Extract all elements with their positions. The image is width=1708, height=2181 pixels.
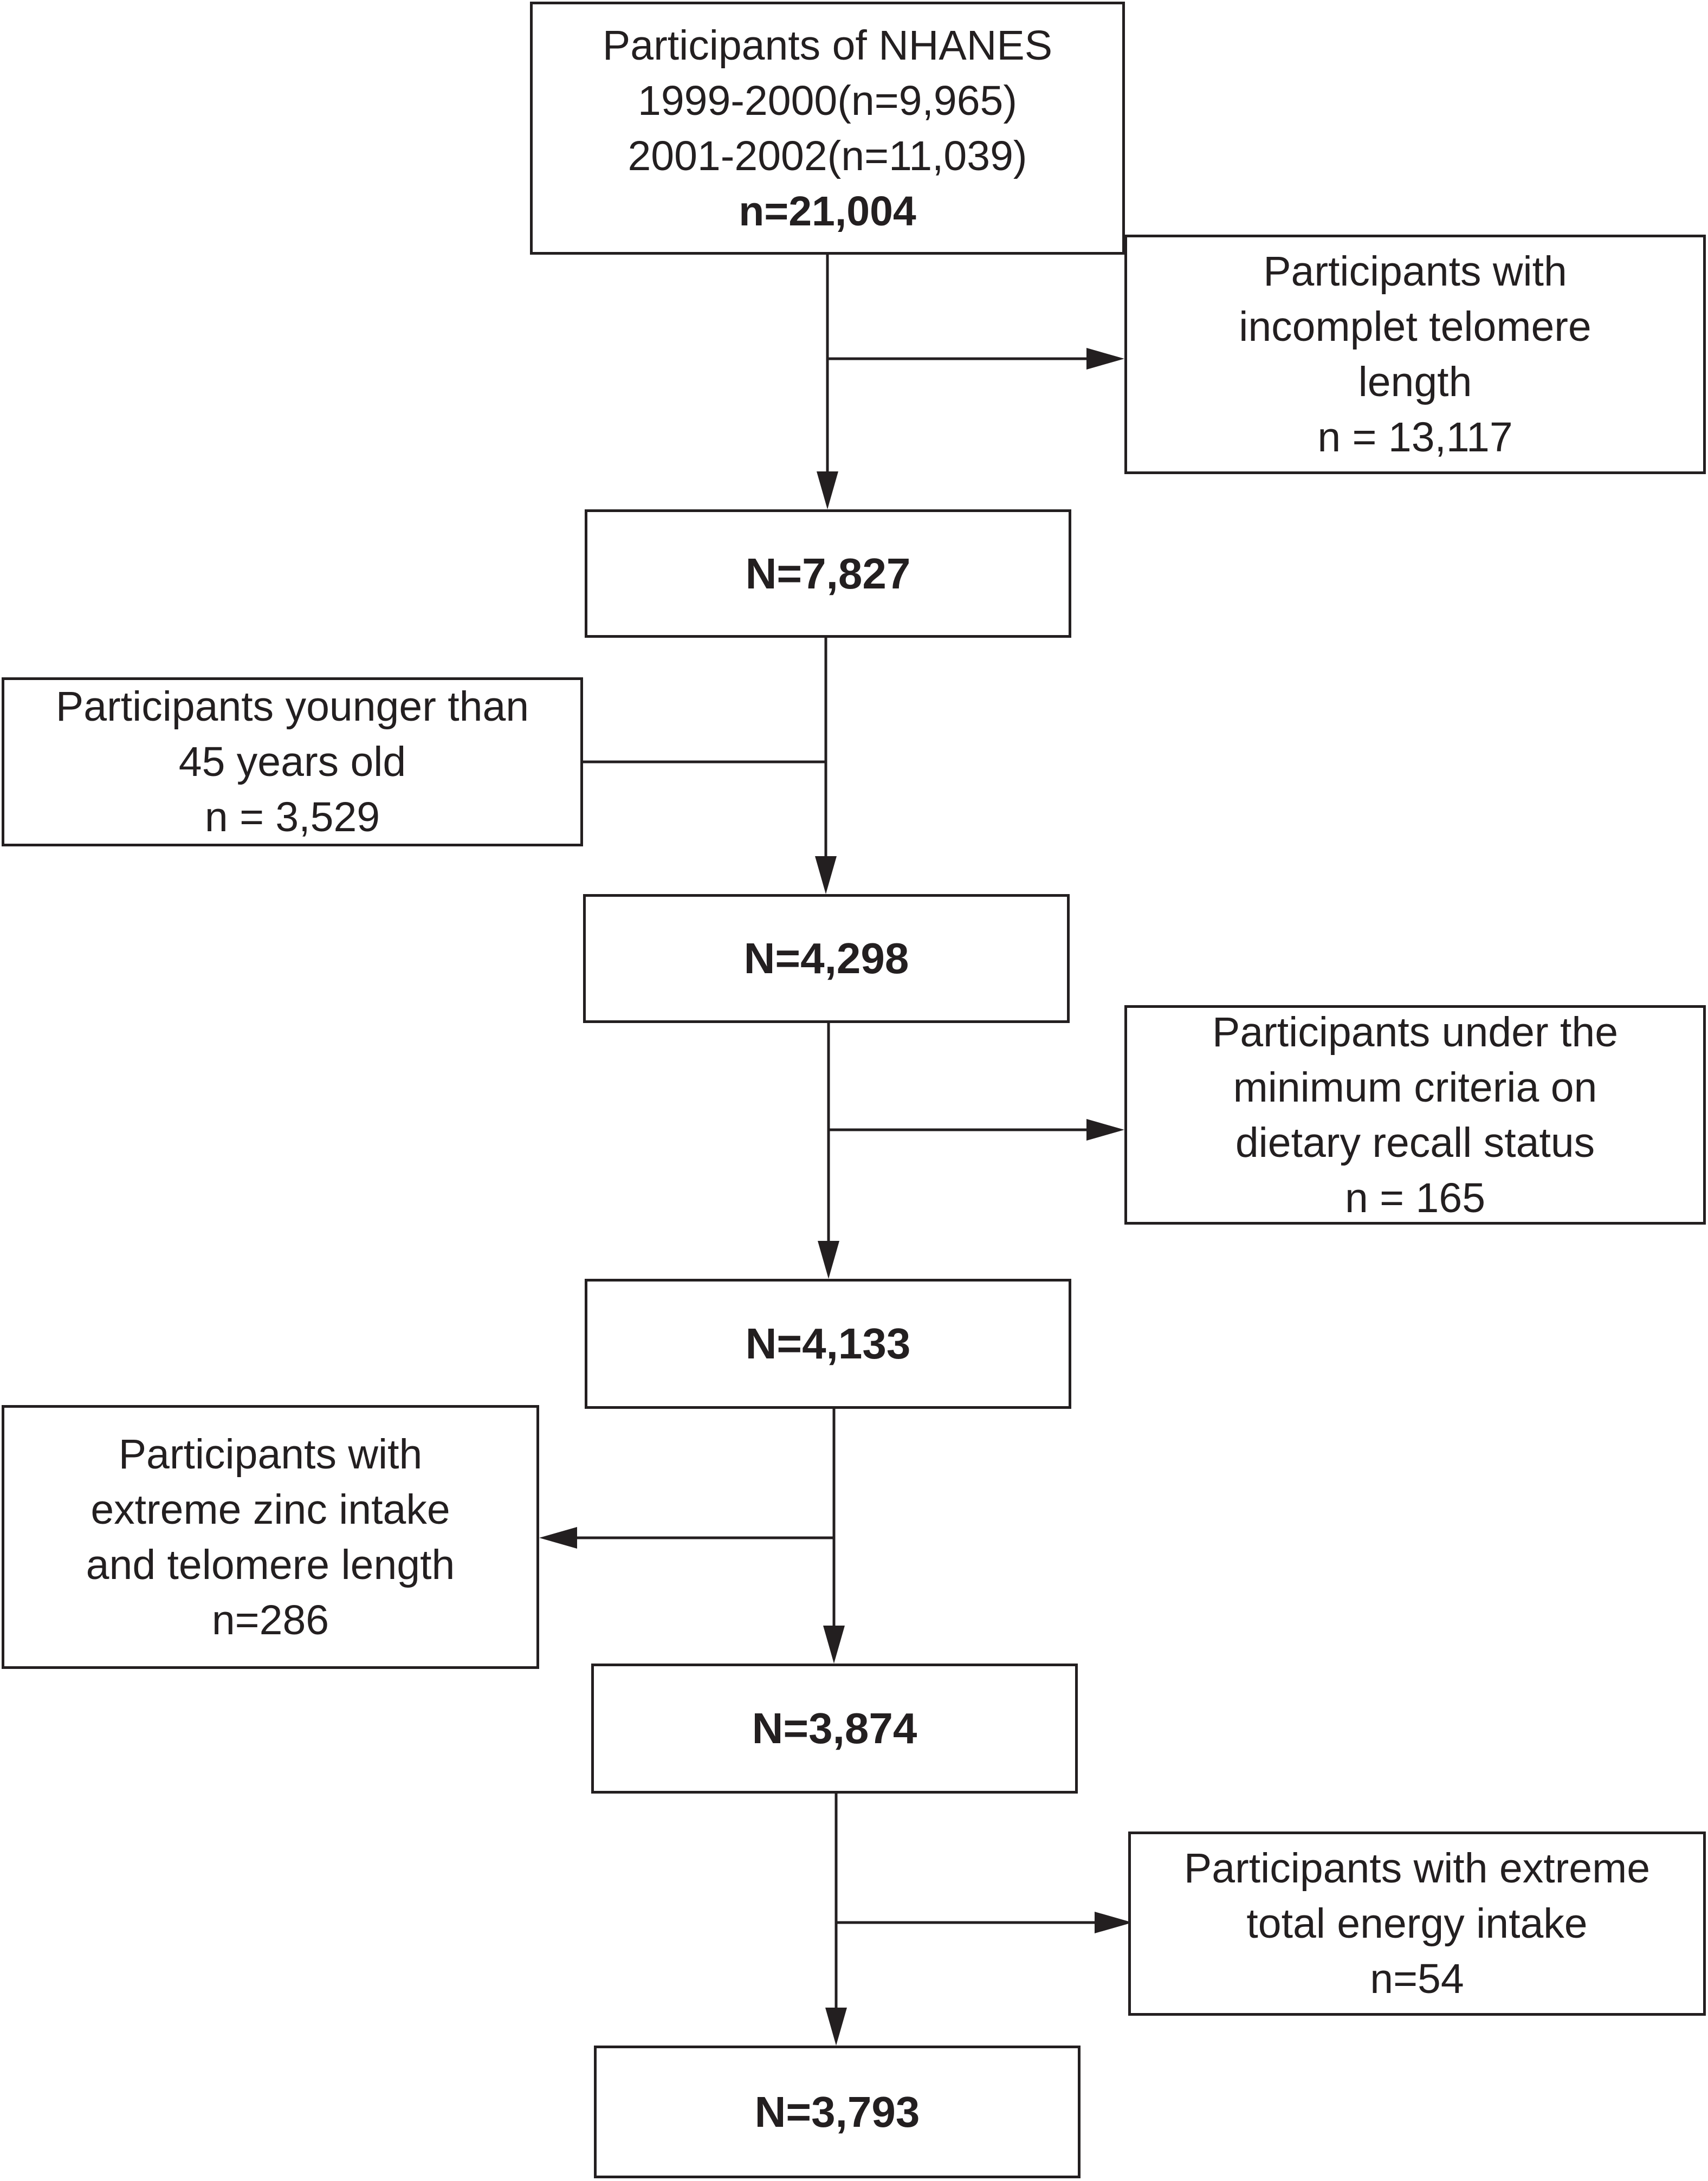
exclusion-1-line-2: incomplet telomere <box>1239 303 1591 350</box>
arrowhead-down-5 <box>825 2008 847 2046</box>
exclusion-2-line-3: n = 3,529 <box>204 794 380 840</box>
exclusion-1-line-4: n = 13,117 <box>1317 414 1513 461</box>
exclusion-3-line-1: Participants under the <box>1212 1008 1619 1056</box>
exclusion-box-dietary-recall: Participants under the minimum criteria … <box>1124 1005 1706 1225</box>
arrowhead-down-1 <box>817 471 838 509</box>
exclusion-4-line-3: and telomere length <box>86 1541 455 1588</box>
exclusion-5-line-2: total energy intake <box>1246 1900 1588 1947</box>
count-box-4: N=3,874 <box>591 1664 1078 1794</box>
count-box-3: N=4,133 <box>585 1279 1071 1409</box>
source-population-box: Participants of NHANES 1999-2000(n=9,965… <box>530 2 1125 255</box>
source-line-1: Participants of NHANES <box>602 22 1053 69</box>
exclusion-4-line-4: n=286 <box>211 1596 329 1643</box>
exclusion-box-zinc-telomere: Participants with extreme zinc intake an… <box>2 1405 539 1669</box>
exclusion-5-line-3: n=54 <box>1370 1956 1464 2002</box>
arrowhead-left-4 <box>539 1527 577 1549</box>
source-line-2: 1999-2000(n=9,965) <box>638 77 1017 124</box>
count-2-label: N=4,298 <box>743 934 909 982</box>
exclusion-3-line-3: dietary recall status <box>1235 1119 1595 1166</box>
arrowhead-right-5 <box>1095 1912 1133 1933</box>
arrowhead-right-1 <box>1086 348 1124 370</box>
count-3-label: N=4,133 <box>745 1319 911 1368</box>
exclusion-1-line-3: length <box>1358 359 1472 405</box>
exclusion-3-line-4: n = 165 <box>1344 1174 1486 1221</box>
exclusion-2-line-1: Participants younger than <box>55 683 529 730</box>
exclusion-2-line-2: 45 years old <box>178 739 406 785</box>
source-total: n=21,004 <box>739 187 916 235</box>
exclusion-box-telomere: Participants with incomplet telomere len… <box>1124 235 1706 474</box>
count-4-label: N=3,874 <box>752 1704 917 1752</box>
exclusion-box-age: Participants younger than 45 years old n… <box>2 677 583 846</box>
arrowhead-down-3 <box>818 1241 839 1279</box>
count-box-5: N=3,793 <box>594 2046 1081 2178</box>
source-line-3: 2001-2002(n=11,039) <box>627 132 1027 179</box>
arrowhead-down-4 <box>823 1626 845 1664</box>
arrowhead-right-3 <box>1086 1119 1124 1141</box>
exclusion-4-line-2: extreme zinc intake <box>90 1486 450 1533</box>
count-1-label: N=7,827 <box>745 549 911 598</box>
count-box-1: N=7,827 <box>585 509 1071 638</box>
exclusion-box-energy-intake: Participants with extreme total energy i… <box>1128 1831 1706 2016</box>
exclusion-4-line-1: Participants with <box>118 1431 423 1478</box>
exclusion-1-line-1: Participants with <box>1263 248 1567 295</box>
arrowhead-down-2 <box>815 856 837 894</box>
count-box-2: N=4,298 <box>583 894 1070 1023</box>
exclusion-3-line-2: minimum criteria on <box>1233 1064 1597 1111</box>
count-5-label: N=3,793 <box>754 2087 920 2136</box>
exclusion-5-line-1: Participants with extreme <box>1183 1845 1651 1892</box>
